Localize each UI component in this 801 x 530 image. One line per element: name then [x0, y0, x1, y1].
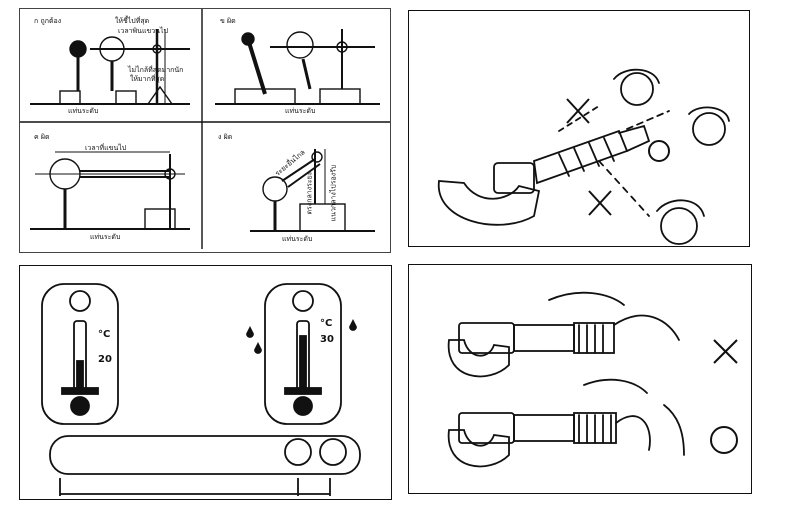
- panel-micrometer-parallax: [408, 10, 750, 247]
- right-temp: 30: [320, 334, 334, 345]
- q2-base: แท่นระดับ: [285, 107, 316, 115]
- q1-base: แท่นระดับ: [68, 107, 99, 115]
- o-mark-icon: [710, 426, 738, 454]
- q1-marker: ก ถูกต้อง: [34, 17, 62, 25]
- q1-note-mid: เวลาพินแขวนไป: [118, 27, 168, 35]
- dial-indicator-illustration: [20, 9, 390, 249]
- q1-note-top: ให้ชี้ไปที่สุด: [115, 17, 150, 25]
- panel-micrometer-handling: [408, 264, 752, 494]
- q3-base: แท่นระดับ: [90, 233, 121, 241]
- q2-marker: ข ผิด: [220, 17, 236, 25]
- q4-base: แท่นระดับ: [282, 235, 313, 243]
- left-temp: 20: [98, 354, 112, 365]
- q4-note3: แนวกลางไปรองรับ: [329, 164, 338, 222]
- panel-temperature: °C 20 °C 30: [19, 265, 392, 500]
- micrometer-handling-illustration: [447, 291, 738, 468]
- q1-note-low2: ให้มากที่สุด: [130, 75, 165, 83]
- q3-marker: ค ผิด: [34, 133, 50, 141]
- temperature-illustration: [41, 283, 361, 496]
- x-mark-icon: [566, 98, 612, 216]
- x-mark-icon: [713, 339, 738, 364]
- q1-note-low: ไม่ไกล้ที่สุดมากนัก: [128, 66, 184, 74]
- right-unit: °C: [320, 318, 333, 329]
- q4-note2: ตรงกลางระยะ: [305, 171, 314, 215]
- micrometer-parallax-illustration: [438, 68, 730, 245]
- o-mark-icon: [648, 140, 670, 162]
- left-unit: °C: [98, 329, 111, 340]
- panel-dial-indicator: ก ถูกต้อง ให้ชี้ไปที่สุด เวลาพินแขวนไป ไ…: [19, 8, 391, 253]
- q4-marker: ง ผิด: [218, 133, 233, 141]
- q3-note-top: เวลาที่แขนไป: [85, 144, 127, 152]
